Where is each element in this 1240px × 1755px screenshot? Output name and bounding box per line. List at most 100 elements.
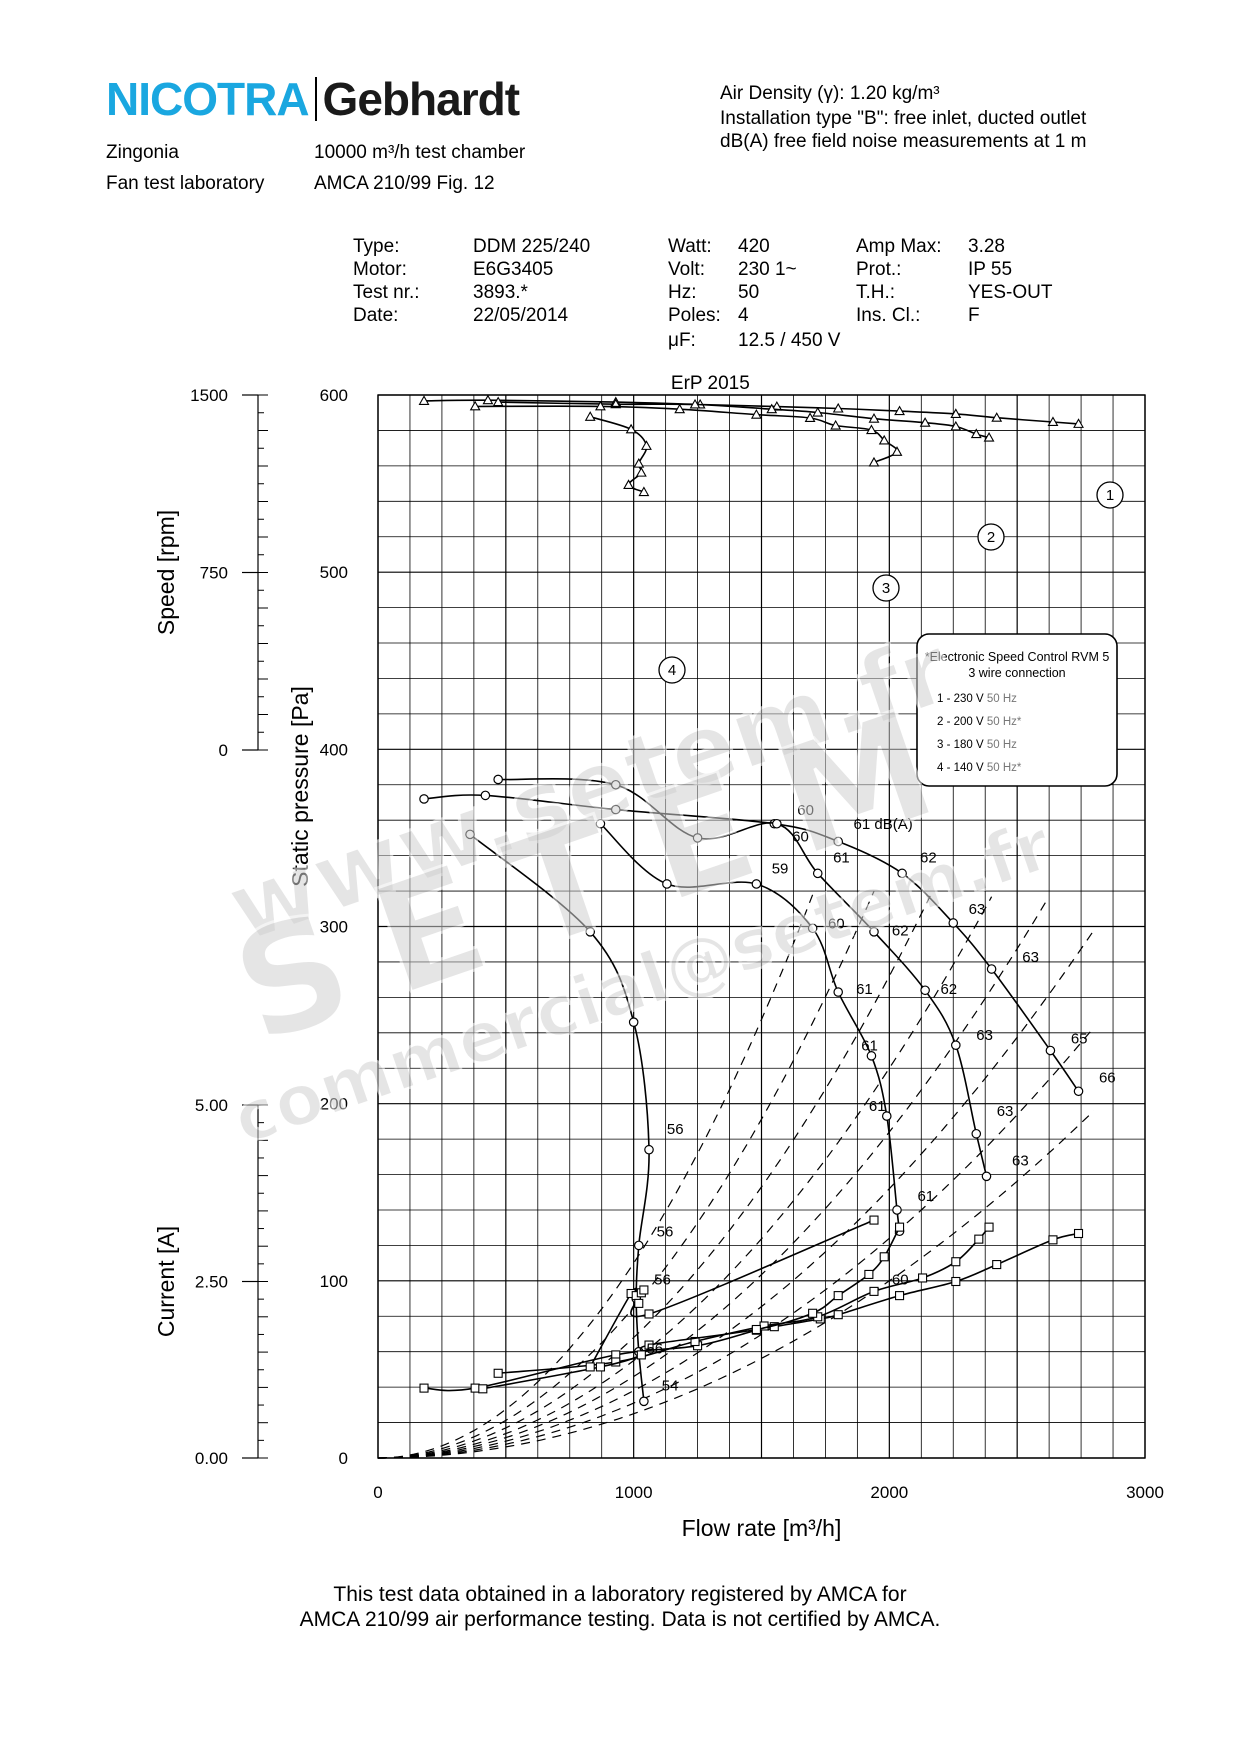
system-curve-dashed [378, 895, 931, 1459]
flow-tick-label: 3000 [1126, 1483, 1164, 1502]
spec-value: DDM 225/240 [473, 236, 591, 257]
spec-label: T.H.: [856, 282, 896, 303]
noise-label: 60 [892, 1271, 909, 1288]
curve-id-circle [1096, 481, 1124, 509]
curve-id-label: 2 [987, 529, 995, 546]
pressure-point [807, 923, 818, 934]
speed-point [418, 395, 430, 405]
spec-label: Hz: [668, 282, 697, 303]
pressure-point [833, 836, 843, 847]
pressure-point [881, 1111, 892, 1121]
spec-label: Prot.: [856, 259, 902, 280]
current-tick-label: 2.50 [195, 1273, 228, 1292]
lab-text: Fan test laboratory [106, 173, 265, 194]
pressure-point [866, 1051, 877, 1061]
legend-item-frequency: 50 Hz* [987, 716, 1022, 728]
current-point [992, 1260, 1002, 1270]
current-point [478, 1384, 488, 1394]
noise-text: dB(A) free field noise measurements at 1… [720, 131, 1087, 152]
noise-label: 63 [997, 1103, 1014, 1120]
pressure-tick-label: 0 [339, 1449, 348, 1468]
speed-curve-4 [589, 416, 648, 493]
pressure-point [971, 1128, 982, 1139]
speed-point [482, 394, 494, 405]
spec-value: 3893.* [473, 282, 528, 303]
legend-item: 3 - 180 V 50 Hz [937, 739, 1017, 751]
current-point [644, 1309, 654, 1319]
installation-text: Installation type "B": free inlet, ducte… [720, 108, 1087, 129]
current-point [869, 1215, 879, 1225]
spec-value: 50 [738, 282, 760, 303]
current-point [984, 1222, 994, 1232]
pressure-point [692, 833, 703, 843]
pressure-point [628, 1017, 639, 1027]
speed-point [766, 403, 778, 414]
speed-point [674, 403, 686, 414]
pressure-tick-label: 500 [320, 563, 348, 582]
noise-label: 56 [657, 1224, 674, 1241]
pressure-tick-label: 100 [320, 1272, 348, 1291]
speed-point [641, 440, 652, 450]
noise-label: 61 [861, 1038, 878, 1055]
spec-value: 3.28 [968, 236, 1005, 257]
plot-frame [377, 394, 1146, 1459]
location-text: Zingonia [106, 142, 179, 163]
noise-label: 62 [940, 981, 957, 998]
pressure-point [869, 927, 879, 937]
noise-label: 63 [976, 1027, 993, 1044]
pressure-point [465, 829, 475, 840]
spec-label: Volt: [668, 259, 705, 280]
current-point [951, 1257, 961, 1267]
footer-line-1: This test data obtained in a laboratory … [333, 1583, 907, 1606]
noise-label: 56 [646, 1340, 663, 1357]
current-point [869, 1286, 879, 1296]
noise-label: 66 [1099, 1069, 1116, 1086]
speed-curve-3 [475, 405, 898, 464]
flow-tick-label: 1000 [615, 1483, 653, 1502]
pressure-point [751, 879, 762, 889]
speed-point [878, 434, 890, 445]
pressure-point [948, 918, 959, 928]
speed-point [868, 456, 880, 467]
curve-id-circle [977, 523, 1005, 551]
spec-value: 230 1~ [738, 259, 797, 280]
system-curve-dashed [378, 898, 1049, 1459]
speed-point [1073, 418, 1084, 428]
pressure-point [639, 1396, 649, 1407]
current-point [419, 1383, 429, 1393]
noise-label: 63 [1012, 1153, 1029, 1170]
spec-label: μF: [668, 330, 696, 351]
pressure-point [595, 818, 606, 829]
noise-label: 62 [920, 850, 937, 867]
legend-subtitle: 3 wire connection [968, 666, 1065, 680]
flow-tick-label: 0 [373, 1483, 382, 1502]
current-point [918, 1273, 928, 1283]
speed-point [625, 423, 637, 434]
legend-item: 4 - 140 V 50 Hz* [937, 762, 1022, 774]
speed-point [689, 398, 701, 409]
current-point [879, 1252, 889, 1262]
noise-label: 63 [969, 901, 986, 918]
speed-point [919, 417, 931, 427]
chart-title: ErP 2015 [671, 373, 750, 394]
noise-label: 61 dB(A) [854, 816, 913, 833]
speed-point [623, 479, 634, 489]
curve-id-label: 3 [882, 580, 890, 597]
noise-label: 62 [892, 922, 909, 939]
speed-point [638, 486, 650, 497]
speed-tick-label: 1500 [190, 386, 228, 405]
spec-label: Ins. Cl.: [856, 305, 921, 326]
current-point [634, 1298, 644, 1308]
pressure-point [610, 779, 621, 790]
speed-point [991, 412, 1003, 422]
current-point [751, 1324, 761, 1335]
noise-label: 61 [833, 850, 850, 867]
pressure-point [633, 1240, 644, 1251]
pressure-curve-2 [498, 778, 988, 1177]
current-point [644, 1340, 654, 1350]
pressure-tick-label: 400 [320, 740, 348, 759]
pressure-tick-label: 600 [320, 386, 348, 405]
current-point [639, 1285, 649, 1295]
pressure-point [897, 868, 907, 879]
system-curve-dashed [378, 1027, 1095, 1459]
